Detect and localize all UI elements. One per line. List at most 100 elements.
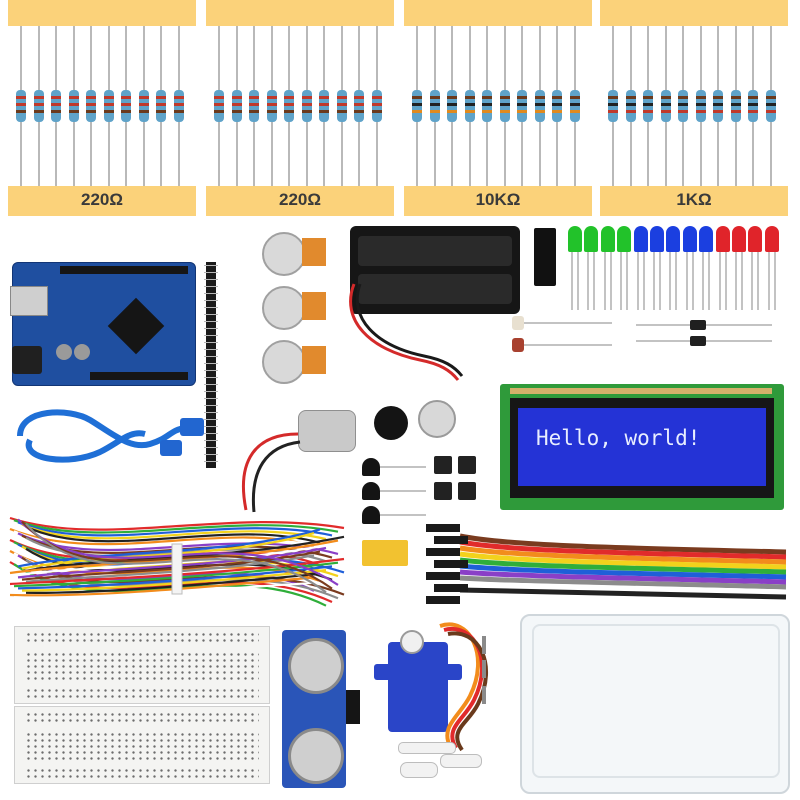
transistor-legs <box>380 514 426 516</box>
resistor <box>482 26 492 186</box>
ribbon-wire <box>459 587 787 600</box>
dupont-connector <box>426 596 460 604</box>
resistor-value-label: 1KΩ <box>676 190 712 209</box>
header-pins-bottom <box>90 372 188 380</box>
resistor <box>499 26 510 186</box>
push-button <box>434 482 452 500</box>
resistor <box>608 26 618 186</box>
ceramic-capacitor <box>362 540 408 566</box>
ribbon-cable-svg <box>426 524 787 604</box>
resistor <box>678 26 688 186</box>
transistor-legs <box>380 490 426 492</box>
ribbon-wire <box>459 575 787 590</box>
led <box>764 226 779 310</box>
servo-horn <box>398 742 456 754</box>
storage-box <box>520 614 790 794</box>
jumper-wire <box>13 543 333 577</box>
resistor <box>336 26 347 186</box>
breadboard <box>14 626 270 704</box>
tape-bottom <box>206 186 394 216</box>
dupont-connector <box>434 536 468 544</box>
transistor <box>362 482 380 500</box>
resistor <box>138 26 149 186</box>
diode-body <box>690 336 706 346</box>
led <box>682 226 697 310</box>
jumper-wires-svg <box>9 516 345 607</box>
jumper-wire <box>21 520 333 590</box>
resistor <box>429 26 440 186</box>
resistor <box>33 26 44 186</box>
lcd-module: Hello, world! <box>500 384 784 510</box>
jumper-wire <box>17 546 327 579</box>
tape-bottom <box>404 186 592 216</box>
resistor <box>266 26 277 186</box>
tape-bottom <box>600 186 788 216</box>
resistor <box>625 26 636 186</box>
transistor-legs <box>380 466 426 468</box>
resistor <box>552 26 562 186</box>
resistor <box>249 26 259 186</box>
led <box>617 226 632 310</box>
lcd-screen: Hello, world! <box>518 408 766 486</box>
led <box>666 226 681 310</box>
servo-shaft <box>400 630 424 654</box>
resistor <box>412 26 422 186</box>
led <box>633 226 648 310</box>
resistor <box>16 26 26 186</box>
rgb-led <box>512 344 612 346</box>
ultrasonic-sensor <box>282 630 360 788</box>
resistor-value-label: 220Ω <box>279 190 321 209</box>
sensor-pins <box>346 690 360 724</box>
resistor <box>354 26 364 186</box>
dupont-connector <box>434 560 468 568</box>
resistor-strip: 220Ω <box>206 0 394 218</box>
resistor <box>765 26 776 186</box>
battery-holder <box>350 226 520 314</box>
capacitor <box>56 344 72 360</box>
jumper-wire <box>17 521 333 537</box>
jumper-wire <box>17 528 321 568</box>
resistor <box>569 26 580 186</box>
resistor <box>231 26 242 186</box>
storage-box-lid-edge <box>532 624 780 778</box>
transistor <box>362 506 380 524</box>
tape-top <box>404 0 592 26</box>
jumper-wire <box>13 519 339 534</box>
resistor <box>730 26 741 186</box>
push-button <box>434 456 452 474</box>
dupont-connector <box>426 572 460 580</box>
ribbon-wire <box>459 557 787 575</box>
resistor <box>643 26 653 186</box>
resistor <box>713 26 723 186</box>
led <box>568 226 582 310</box>
screw <box>482 686 486 704</box>
jumper-wire <box>21 569 327 592</box>
resistor <box>371 26 382 186</box>
tape-bottom <box>8 186 196 216</box>
push-button <box>458 456 476 474</box>
resistor <box>86 26 96 186</box>
resistor <box>284 26 294 186</box>
jumper-wire <box>21 523 327 541</box>
jumper-wire <box>25 523 327 594</box>
passive-buzzer <box>418 400 456 438</box>
servo-motor <box>374 626 470 734</box>
resistor <box>319 26 329 186</box>
diode-body <box>690 320 706 330</box>
jumper-wire <box>25 535 345 572</box>
usb-port <box>10 286 48 316</box>
photoresistor-head <box>512 316 524 330</box>
resistor-value-label: 10KΩ <box>475 190 521 209</box>
jumper-wire <box>25 572 321 594</box>
led <box>732 226 746 310</box>
resistor-strip: 1KΩ <box>600 0 788 218</box>
usb-cable <box>17 409 204 463</box>
resistor <box>464 26 475 186</box>
photoresistor <box>512 322 612 324</box>
resistor <box>534 26 545 186</box>
arduino-uno-board <box>10 262 196 386</box>
servo-wires <box>439 622 489 752</box>
jumper-wire <box>9 539 339 575</box>
tape-top <box>600 0 788 26</box>
ribbon-wire <box>459 551 787 570</box>
